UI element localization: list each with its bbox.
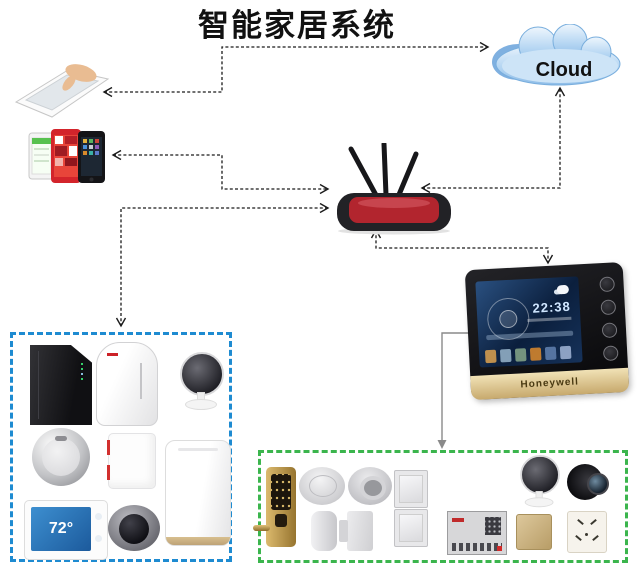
smartphones-icon (28, 129, 105, 183)
app-icons-row (484, 345, 572, 364)
controller-terminals (452, 543, 502, 551)
lock-handle (253, 525, 270, 531)
touch-thermostat-icon: 72° (24, 500, 108, 560)
gateway-hub-icon (96, 342, 158, 426)
connector-router-indoor-box (115, 202, 330, 328)
panel-screen: 22:38 (475, 276, 583, 368)
router-sheen (358, 198, 430, 208)
wall-switch-icon (394, 470, 428, 508)
smart-door-lock-icon (253, 467, 296, 547)
home-button (89, 177, 94, 182)
panel-gold-bezel: Honeywell (470, 367, 630, 401)
list-line (34, 160, 49, 162)
cloud-node: Cloud (492, 24, 621, 86)
tile (55, 146, 67, 156)
smoke-detector-ring-icon (348, 467, 392, 505)
app-icon (544, 346, 557, 361)
security-devices-box (253, 450, 628, 563)
side-button (599, 276, 616, 293)
tile (55, 136, 63, 144)
app-dot (95, 151, 99, 155)
panel-time: 22:38 (532, 298, 572, 316)
power-outlet-icon (567, 511, 607, 553)
tile (69, 146, 77, 156)
nas-leds (81, 363, 83, 365)
tablet-screen (24, 74, 100, 111)
wall-switch-icon (394, 509, 428, 547)
app-dot (89, 145, 93, 149)
app-dot (83, 139, 87, 143)
ip-camera-icon (172, 352, 228, 410)
air-purifier-icon (165, 440, 231, 546)
round-thermostat-icon (32, 428, 90, 486)
indoor-devices-box: 72° (10, 332, 232, 562)
side-button (601, 322, 618, 339)
connector-phones-router (111, 149, 330, 195)
motion-sensor-icon (311, 511, 337, 551)
brand-label: Honeywell (520, 376, 580, 391)
thermostat-temperature: 72° (48, 520, 74, 537)
panel-date-line (527, 316, 572, 323)
socket-hole (577, 518, 584, 526)
list-line (34, 154, 49, 156)
wifi-router-device (333, 141, 455, 235)
ip-camera-icon (513, 455, 563, 508)
peephole-camera-icon (567, 462, 609, 502)
smoke-detector-icon (299, 467, 345, 505)
blank-gold-plate-icon (516, 514, 552, 550)
app-icon (484, 349, 497, 364)
antenna-left (348, 146, 380, 200)
side-button (602, 345, 619, 362)
nas-storage-icon (30, 345, 92, 425)
finger (62, 75, 76, 91)
camera-head (180, 352, 224, 396)
door-window-sensor-icon (339, 511, 373, 551)
list-line (34, 148, 49, 150)
antenna-right (395, 151, 419, 200)
lock-fingerprint-reader (275, 514, 287, 527)
cloud-icon (492, 24, 621, 86)
socket-hole (590, 518, 597, 526)
peephole-lens (587, 473, 609, 495)
camera-base (524, 497, 554, 508)
tile (65, 158, 77, 166)
app-dot (95, 139, 99, 143)
side-buttons (599, 276, 619, 362)
din-rail-controller-icon (447, 511, 507, 555)
thermostat-screen: 72° (31, 507, 91, 551)
app-icon (559, 345, 572, 360)
weather-icon (556, 284, 570, 295)
app-dot (89, 139, 93, 143)
smartphones-device (28, 126, 108, 184)
app-icon (529, 347, 542, 361)
honeywell-panel-device: 22:38 Honeywell (464, 261, 630, 401)
tablet-icon (14, 64, 110, 118)
socket-hole (575, 534, 582, 542)
camera-base (185, 399, 217, 410)
dome-camera-icon (108, 505, 160, 551)
wifi-router-icon (337, 141, 451, 235)
socket-hole (592, 534, 599, 542)
connector-panel-security-box (437, 332, 470, 449)
app-dot (95, 145, 99, 149)
connector-tablet-cloud (102, 41, 490, 98)
camera-head (520, 455, 560, 495)
antenna-middle (381, 141, 389, 198)
app-dot (83, 151, 87, 155)
cloud-label: Cloud (536, 59, 593, 81)
app-icon (514, 348, 527, 362)
tile (65, 136, 77, 144)
page-title: 智能家居系统 (198, 8, 396, 43)
controller-keypad (485, 517, 501, 535)
app-dot (83, 145, 87, 149)
phone-white-header (32, 138, 51, 144)
lock-keypad (271, 474, 291, 510)
side-button (600, 299, 617, 316)
wall-siren-icon (107, 433, 156, 489)
socket-hole (585, 533, 588, 536)
tablet-device (14, 62, 110, 120)
app-icon (499, 348, 512, 363)
tile (55, 158, 63, 166)
app-dot (89, 151, 93, 155)
